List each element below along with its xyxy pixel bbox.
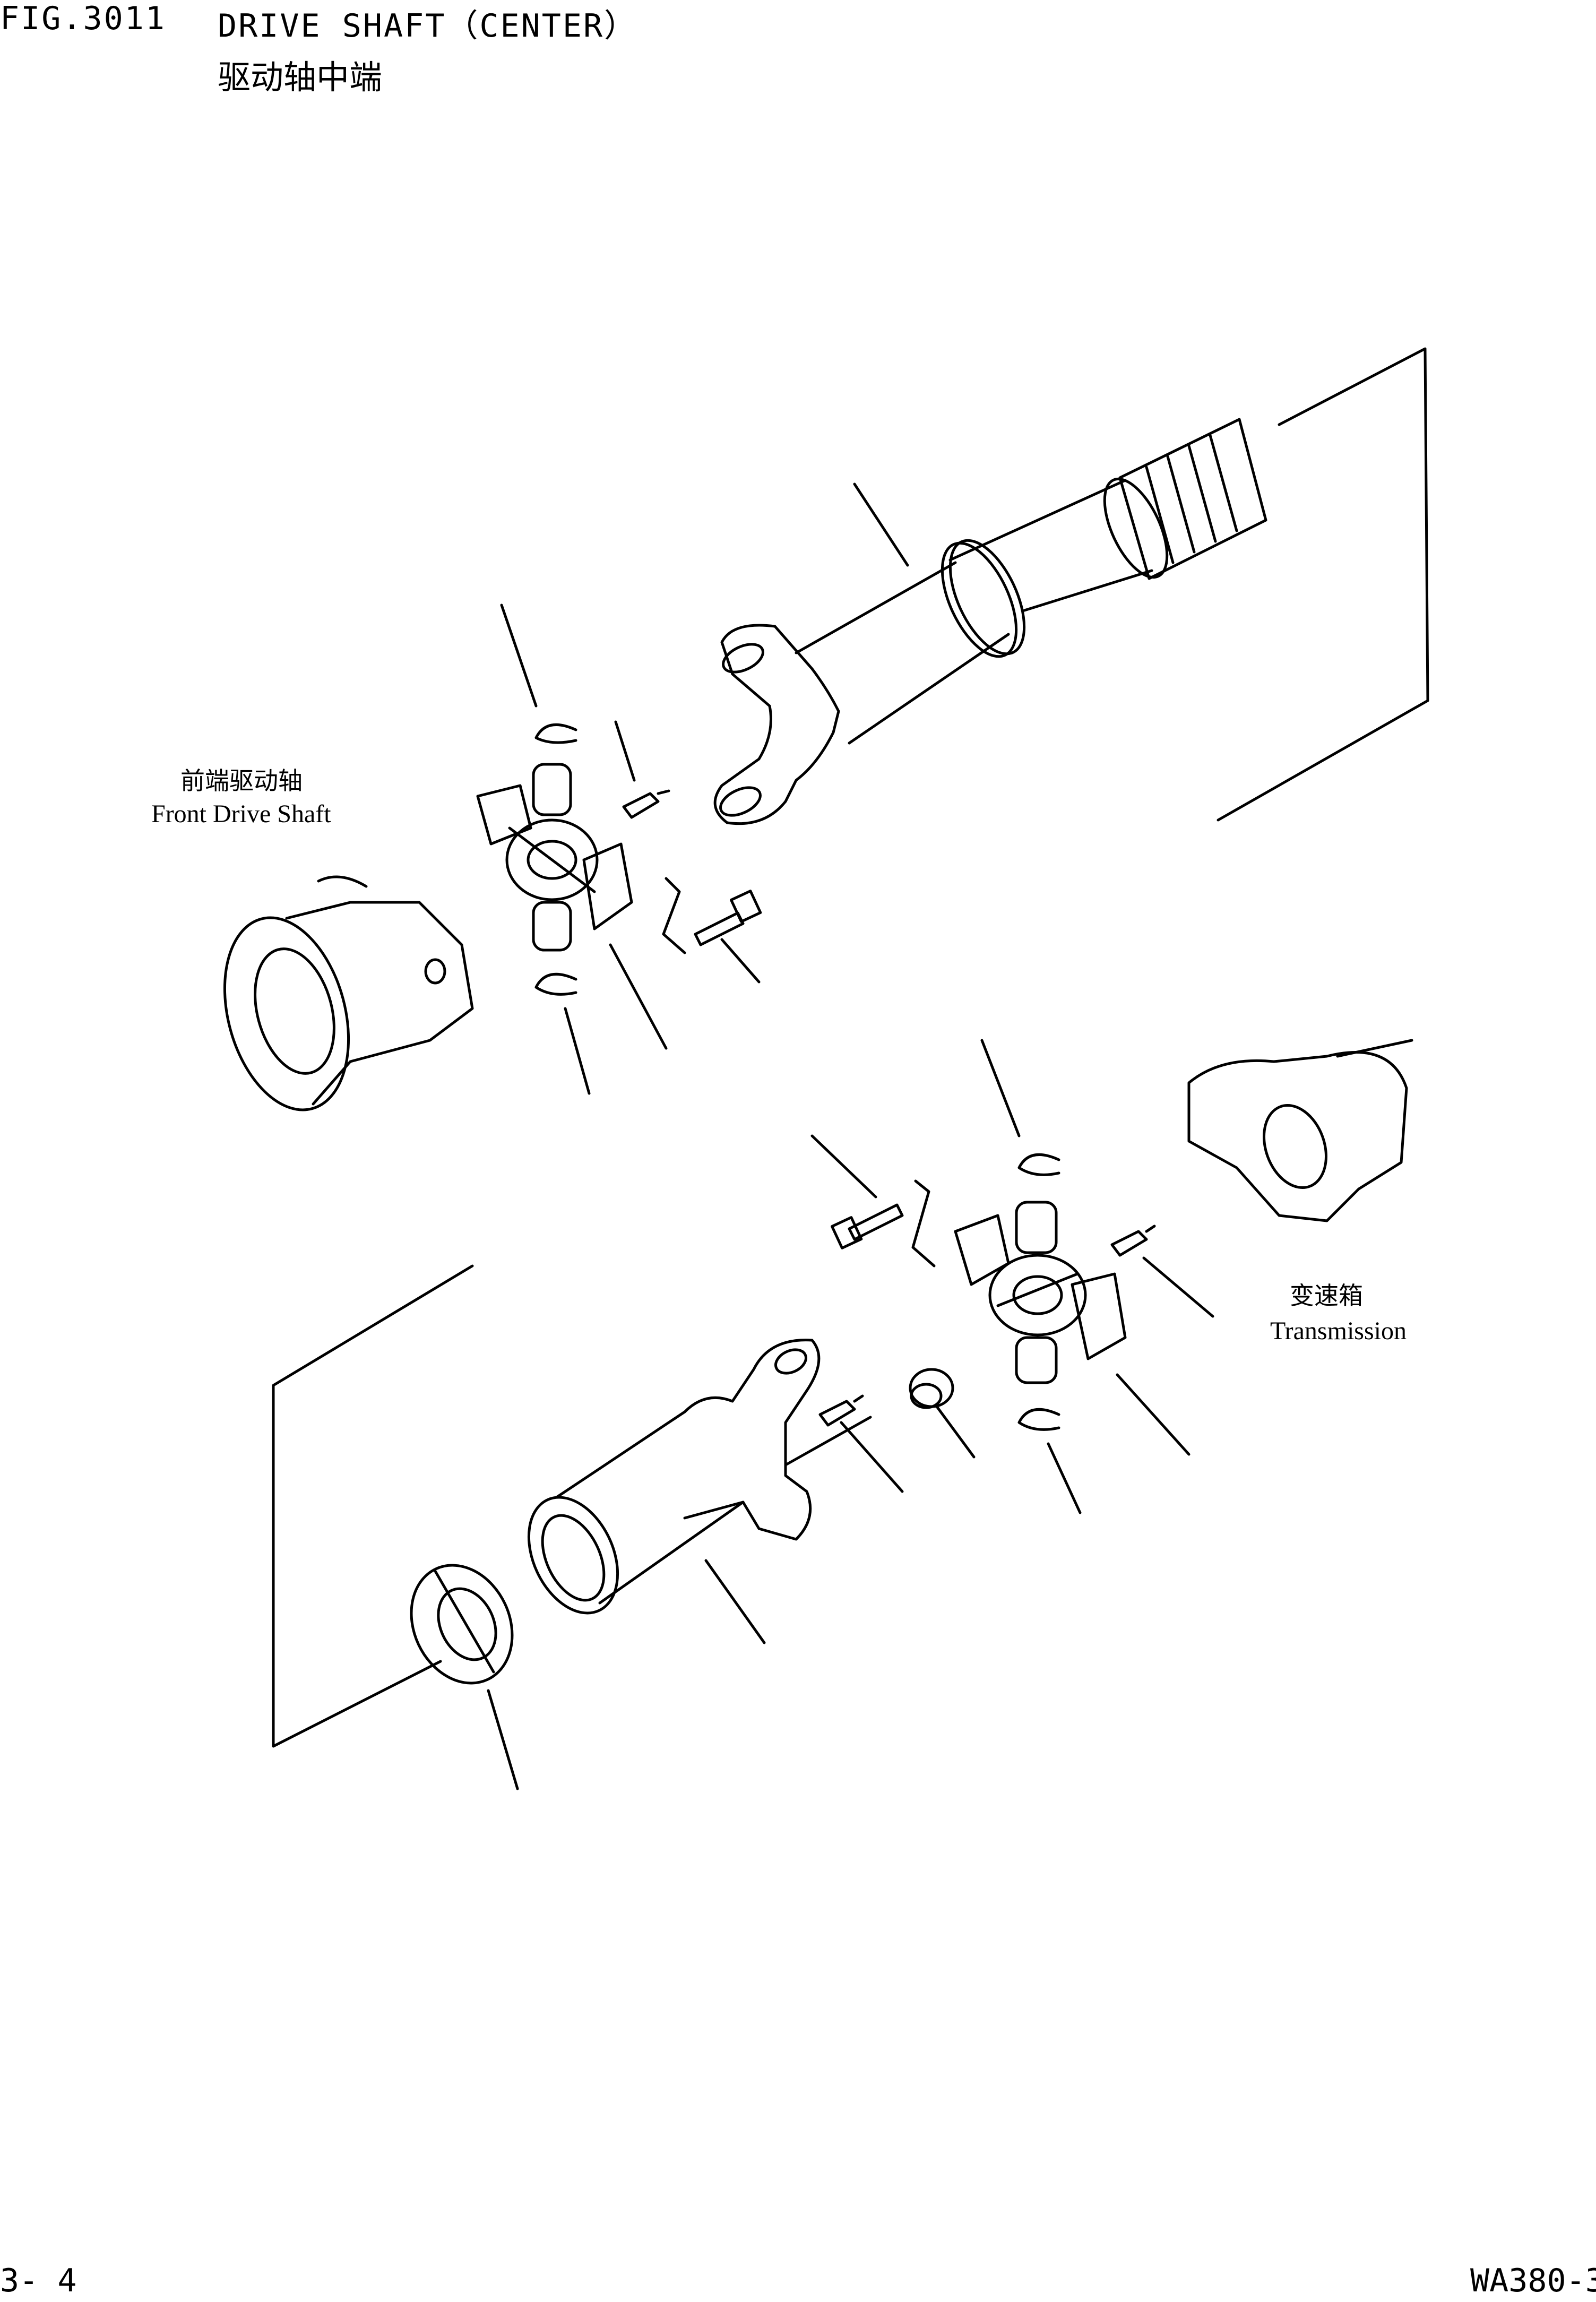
upper-bolt [662,877,762,954]
transmission-label-chinese: 变速箱 [1290,1282,1363,1309]
upper-spline-shaft [1103,418,1267,580]
lower-snap-ring-top [1017,1153,1060,1176]
upper-shaft-tube [795,479,1153,745]
dust-seal [909,1368,954,1409]
lower-reference-frame [272,1264,474,1748]
lower-slip-yoke [527,1339,872,1615]
upper-grease-fitting [622,789,670,819]
lower-bolt [831,1179,936,1268]
figure-title-chinese: 驱动轴中端 [218,58,383,97]
upper-snap-ring-top [534,723,577,744]
transmission-flange-yoke [1187,1039,1413,1222]
front-drive-shaft-label-chinese: 前端驱动轴 [180,768,303,795]
leader-lines [487,482,1214,1790]
upper-snap-ring-bottom [534,972,577,996]
lower-snap-ring-bottom [1017,1408,1060,1431]
figure-title: DRIVE SHAFT（CENTER） [218,7,638,45]
lower-grease-fitting-yoke [818,1394,864,1427]
upper-universal-joint [476,763,633,952]
transmission-label: Transmission [1270,1317,1407,1345]
upper-shaft-yoke [713,624,840,825]
figure-number: FIG.3011 [0,0,166,37]
lower-universal-joint [954,1201,1127,1384]
lower-grease-fitting-right [1110,1225,1156,1257]
seal-cap [410,1564,514,1685]
upper-reference-frame [1217,347,1429,822]
front-drive-shaft-flange [223,875,474,1111]
page-number: 3- 4 [0,2262,77,2299]
front-drive-shaft-label: Front Drive Shaft [151,800,331,828]
model-code: WA380-3 [1470,2262,1596,2299]
